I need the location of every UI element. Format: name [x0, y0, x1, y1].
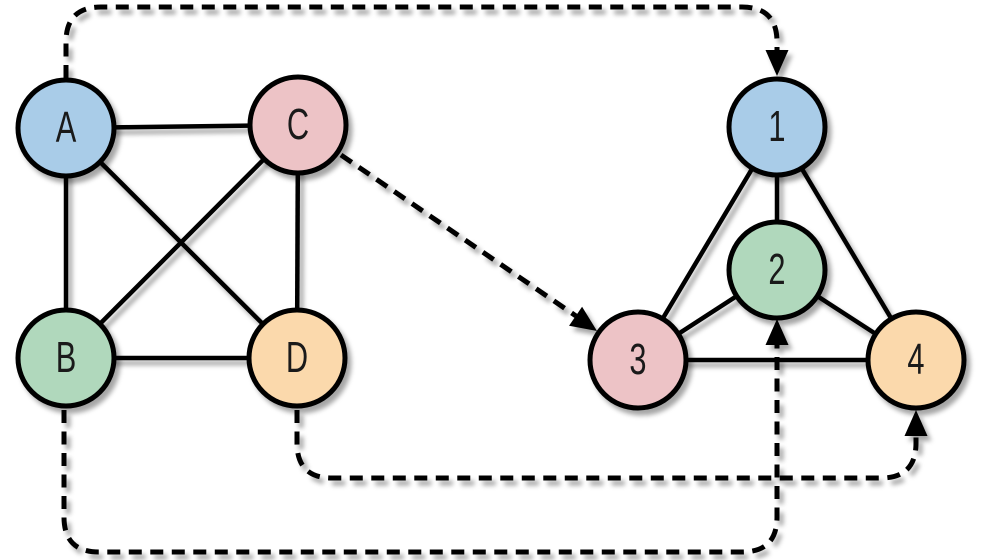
mapping-path-D-4	[294, 410, 919, 481]
arrowhead-icon	[904, 410, 928, 436]
mapping-arrows	[61, 4, 928, 555]
node-2	[726, 219, 828, 321]
node-D-label: D	[286, 334, 308, 383]
node-B	[15, 307, 117, 409]
arrowhead-icon	[569, 306, 597, 331]
edge-B-C	[64, 123, 300, 360]
node-3	[587, 309, 689, 411]
node-4-label: 4	[907, 336, 924, 385]
node-C-label: C	[287, 101, 309, 150]
arrowhead-icon	[765, 319, 789, 345]
node-A-label: A	[56, 104, 77, 153]
node-2-label: 2	[768, 246, 785, 295]
nodes	[15, 74, 967, 411]
mapping-path-B-2	[61, 345, 780, 555]
mapping-path-C-3	[339, 152, 578, 319]
node-A	[15, 77, 117, 179]
node-C	[247, 74, 349, 176]
node-labels: 1 2 3 4 A B C D	[56, 101, 925, 385]
arrowhead-icon	[765, 50, 789, 76]
node-4	[865, 309, 967, 411]
mapping-path-A-1	[63, 4, 780, 78]
node-3-label: 3	[629, 336, 646, 385]
node-D	[246, 307, 348, 409]
node-1	[726, 76, 828, 178]
node-B-label: B	[56, 334, 77, 383]
node-1-label: 1	[768, 103, 785, 152]
